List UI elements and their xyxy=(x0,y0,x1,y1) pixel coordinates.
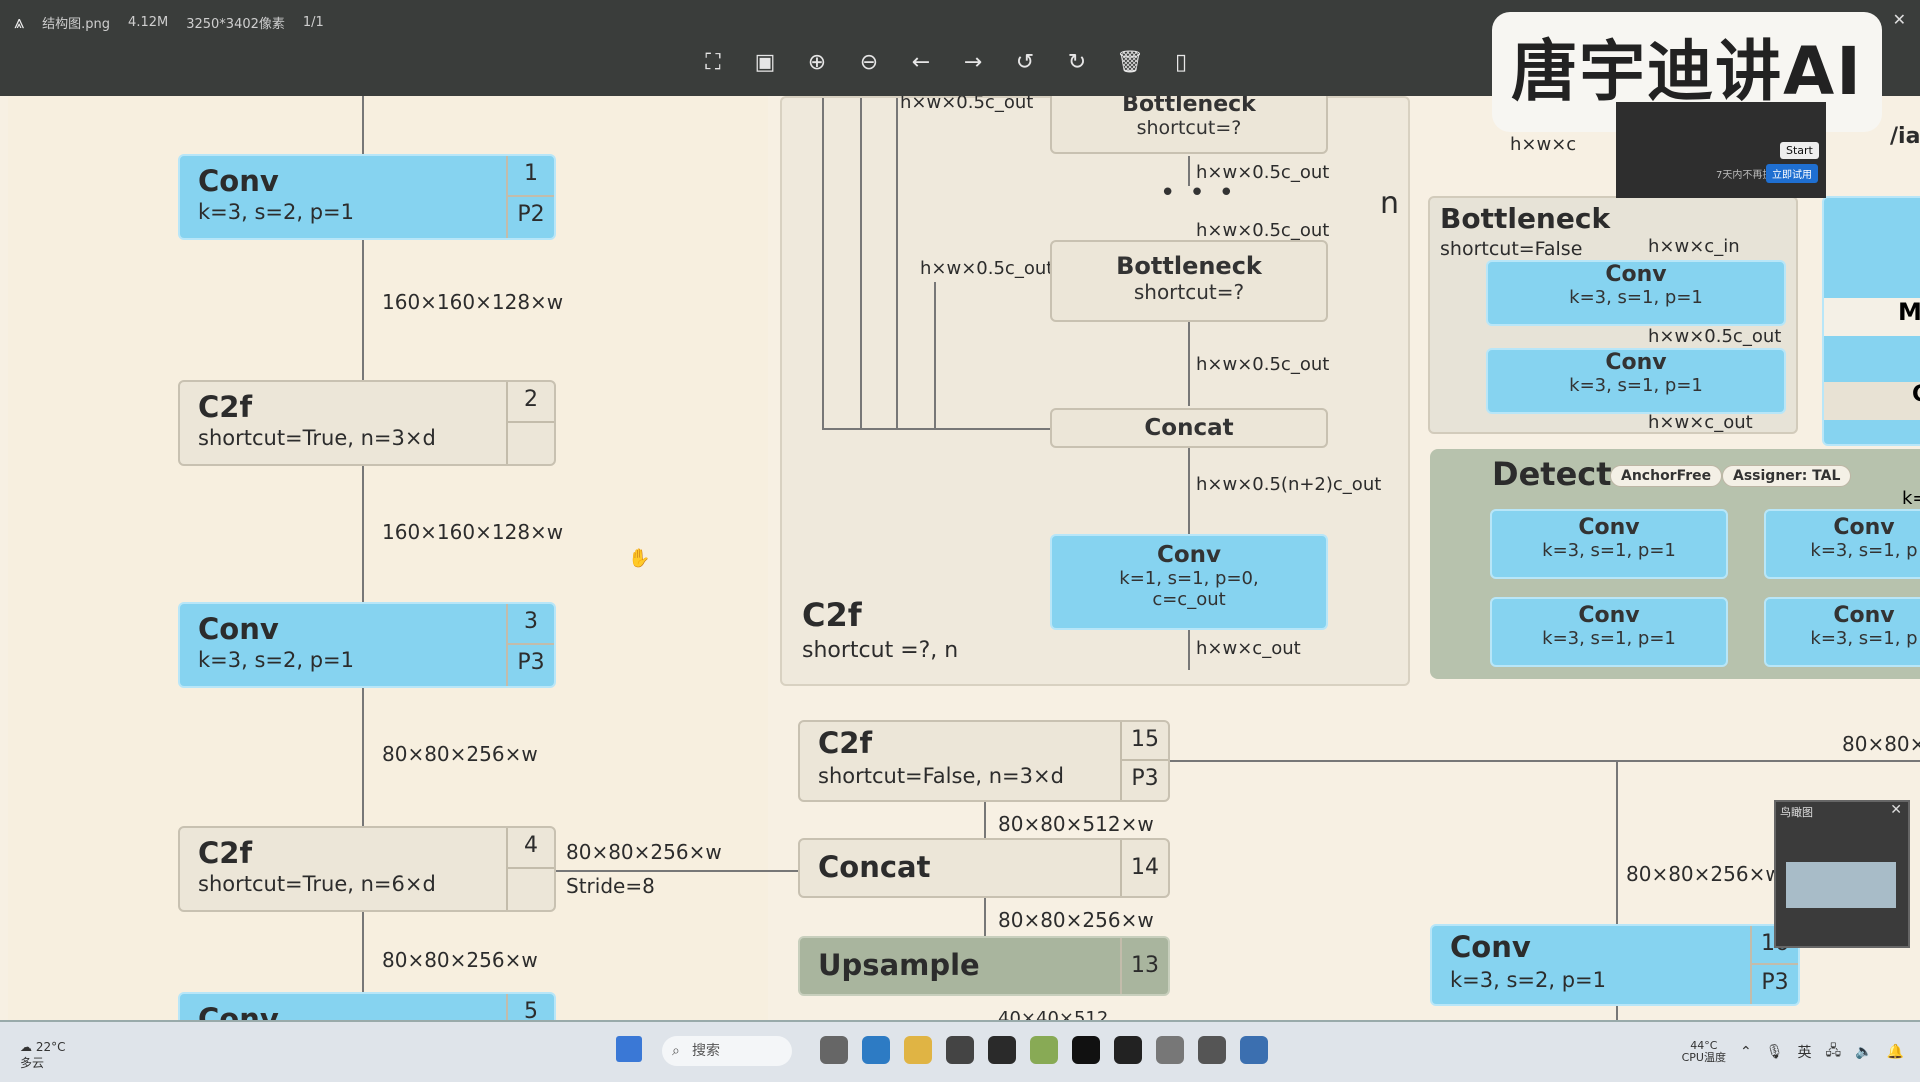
dismiss-text[interactable]: 7天内不再提醒 xyxy=(1716,170,1783,181)
edge-label: 80×80×256×w xyxy=(566,840,722,864)
search-icon: ⌕ xyxy=(672,1043,680,1059)
minimap[interactable]: 鸟瞰图 ✕ xyxy=(1774,800,1910,948)
detect-conv: Conv k=3, s=1, p=1 xyxy=(1490,597,1728,667)
bottleneck-mid: Bottleneck shortcut=? xyxy=(1050,240,1328,322)
block-c2f-2: C2f shortcut=True, n=3×d 2 xyxy=(178,380,556,466)
fit-screen-icon[interactable]: ⛶ xyxy=(705,50,721,75)
block-upsample-13: Upsample 13 xyxy=(798,936,1170,996)
block-conv-1: Conv k=3, s=2, p=1 1 P2 xyxy=(178,154,556,240)
page-indicator: 1/1 xyxy=(302,15,324,30)
app-icon[interactable] xyxy=(946,1036,974,1064)
mic-icon[interactable]: 🎙 xyxy=(1765,1044,1784,1060)
ellipsis: ••• xyxy=(1160,178,1249,208)
detect-conv: Conv k=3, s=1, p xyxy=(1764,509,1920,579)
app-icon[interactable] xyxy=(1030,1036,1058,1064)
delete-icon[interactable]: 🗑 xyxy=(1116,50,1144,75)
taskbar-apps xyxy=(820,1036,1268,1064)
rotate-right-icon[interactable]: ↻ xyxy=(1067,50,1087,75)
volume-icon[interactable]: 🔈 xyxy=(1855,1044,1873,1060)
assigner-badge: Assigner: TAL xyxy=(1722,465,1852,487)
c2f-detail-panel: h×w×0.5c_out Bottleneck shortcut=? h×w×0… xyxy=(780,96,1410,686)
app-icon[interactable] xyxy=(1198,1036,1226,1064)
block-conv-3: Conv k=3, s=2, p=1 3 P3 xyxy=(178,602,556,688)
edge-label: 80×80×256×w xyxy=(382,948,538,972)
viewer-toolbar: ⛶ ▣ ⊕ ⊖ ← → ↺ ↻ 🗑 ▯ xyxy=(700,50,1194,76)
ime-indicator[interactable]: 英 xyxy=(1797,1045,1812,1061)
minimap-thumbnail[interactable] xyxy=(1786,862,1896,908)
conv-out-box: Conv k=1, s=1, p=0, c=c_out xyxy=(1050,534,1328,630)
bneck-conv-2: Conv k=3, s=1, p=1 xyxy=(1486,348,1786,414)
detect-conv: Conv k=3, s=1, p=1 xyxy=(1490,509,1728,579)
bneck-conv-1: Conv k=3, s=1, p=1 xyxy=(1486,260,1786,326)
block-conv-5: Conv 5 xyxy=(178,992,556,1020)
app-icon[interactable] xyxy=(1156,1036,1184,1064)
system-tray: 44°C CPU温度 ⌃ 🎙 英 🖧 🔈 🔔 xyxy=(1681,1039,1904,1064)
close-icon[interactable]: ✕ xyxy=(1890,802,1902,818)
weather-icon: ☁ xyxy=(20,1040,32,1054)
actual-size-icon[interactable]: ▣ xyxy=(754,50,776,75)
start-icon[interactable] xyxy=(616,1036,642,1062)
app-icon[interactable] xyxy=(1114,1036,1142,1064)
backbone-column: Conv k=3, s=2, p=1 1 P2 160×160×128×w C2… xyxy=(8,96,806,1020)
zoom-out-icon[interactable]: ⊖ xyxy=(859,50,879,75)
close-window-icon[interactable]: ✕ xyxy=(1892,10,1906,29)
image-viewer-icon[interactable] xyxy=(1240,1036,1268,1064)
terminal-icon[interactable] xyxy=(988,1036,1016,1064)
chevron-up-icon[interactable]: ⌃ xyxy=(1739,1044,1752,1060)
network-icon[interactable]: 🖧 xyxy=(1825,1043,1842,1059)
start-button[interactable]: Start xyxy=(1780,142,1819,159)
anchorfree-badge: AnchorFree xyxy=(1610,465,1723,487)
block-concat-14: Concat 14 xyxy=(798,838,1170,898)
filename: 结构图.png xyxy=(42,17,111,32)
taskbar: ☁ 22°C 多云 ⌕ 搜索 44°C CPU温度 ⌃ 🎙 英 🖧 🔈 🔔 xyxy=(0,1020,1920,1082)
image-dimensions: 3250*3402像素 xyxy=(186,17,285,32)
try-button[interactable]: 立即试用 xyxy=(1766,164,1818,183)
pycharm-icon[interactable] xyxy=(1072,1036,1100,1064)
panel-title: C2f xyxy=(802,596,862,634)
bottleneck-detail-panel: Bottleneck shortcut=False h×w×c_in Conv … xyxy=(1428,196,1798,434)
weather-widget[interactable]: ☁ 22°C 多云 xyxy=(20,1040,66,1070)
edge-icon[interactable] xyxy=(862,1036,890,1064)
folder-icon[interactable] xyxy=(904,1036,932,1064)
file-info: ⩓ 结构图.png 4.12M 3250*3402像素 1/1 xyxy=(14,12,324,33)
taskbar-search[interactable]: ⌕ 搜索 xyxy=(662,1036,792,1066)
image-canvas[interactable]: Conv k=3, s=2, p=1 1 P2 160×160×128×w C2… xyxy=(0,96,1920,1020)
app-logo-icon: ⩓ xyxy=(14,12,25,33)
edge-label: 80×80×256×w xyxy=(382,742,538,766)
prev-icon[interactable]: ← xyxy=(911,50,931,75)
zoom-in-icon[interactable]: ⊕ xyxy=(807,50,827,75)
block-c2f-4: C2f shortcut=True, n=6×d 4 xyxy=(178,826,556,912)
detect-panel: Detect AnchorFree Assigner: TAL Conv k=3… xyxy=(1430,449,1920,679)
notification-icon[interactable]: 🔔 xyxy=(1886,1044,1904,1060)
right-edge-panel: Ma C k=1 xyxy=(1822,196,1920,509)
concat-box: Concat xyxy=(1050,408,1328,448)
next-icon[interactable]: → xyxy=(963,50,983,75)
rotate-left-icon[interactable]: ↺ xyxy=(1015,50,1035,75)
edge-label: 160×160×128×w xyxy=(382,520,564,544)
cursor-hand-icon: ✋ xyxy=(628,548,651,569)
edge-label: 160×160×128×w xyxy=(382,290,564,314)
block-conv-16: Conv k=3, s=2, p=1 16 P3 xyxy=(1430,924,1800,1006)
block-c2f-15: C2f shortcut=False, n=3×d 15 P3 xyxy=(798,720,1170,802)
more-icon[interactable]: ▯ xyxy=(1174,50,1188,75)
filesize: 4.12M xyxy=(128,15,169,30)
detect-conv: Conv k=3, s=1, p xyxy=(1764,597,1920,667)
stride-label: Stride=8 xyxy=(566,874,655,898)
bottleneck-top: Bottleneck shortcut=? xyxy=(1050,96,1328,154)
app-icon[interactable] xyxy=(820,1036,848,1064)
ad-popup: Start 7天内不再提醒 立即试用 xyxy=(1616,102,1826,198)
